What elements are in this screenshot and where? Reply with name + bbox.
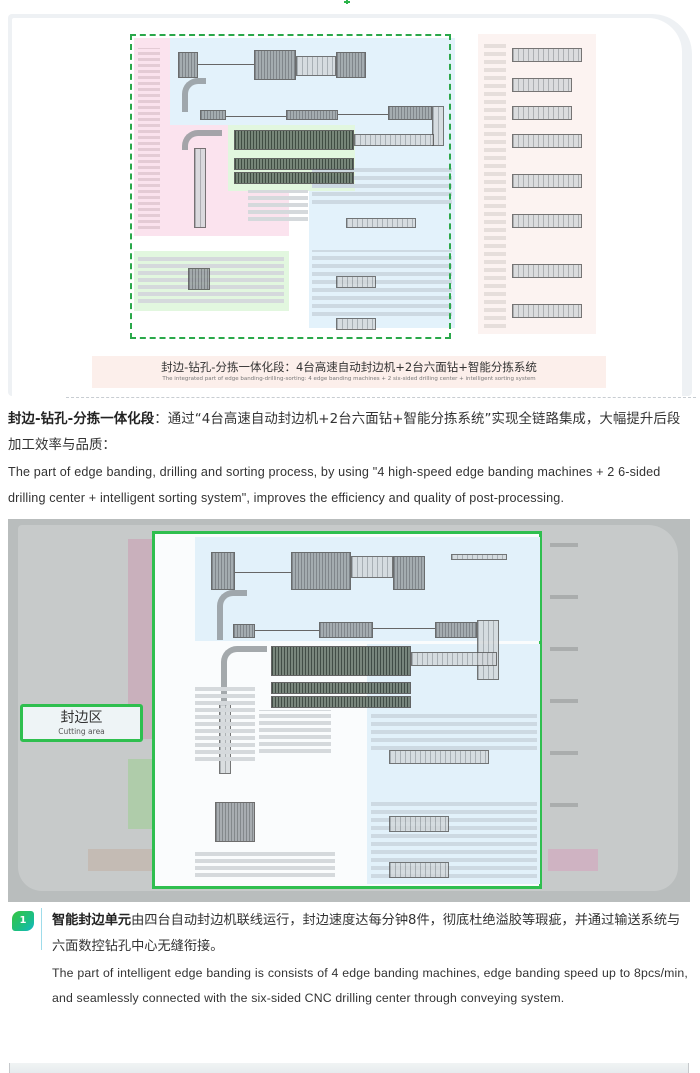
dimmed-label (88, 849, 168, 871)
caption-cn: 封边-钻孔-分拣一体化段：4台高速自动封边机+2台六面钻+智能分拣系统 (161, 360, 537, 374)
packaging-line (512, 78, 572, 92)
conveyor-section (411, 652, 497, 666)
conveyor-curve (182, 130, 222, 150)
edge-banding-machine (388, 106, 432, 120)
packaging-line (512, 264, 582, 278)
layout-diagram-figure: 封边-钻孔-分拣一体化段：4台高速自动封边机+2台六面钻+智能分拣系统 The … (8, 14, 696, 398)
edge-banding-machine (211, 552, 235, 590)
part-label-rows (312, 250, 452, 320)
six-sided-drilling-center (271, 682, 411, 694)
top-marker-icon (344, 0, 350, 4)
feature-item-text: 智能封边单元由四台自动封边机联线运行，封边速度达每分钟8件，彻底杜绝溢胶等瑕疵，… (52, 908, 688, 1010)
conveyor-rail (198, 64, 254, 65)
edge-banding-machine (393, 556, 425, 590)
dimmed-label (548, 849, 598, 871)
sorting-robot (188, 268, 210, 290)
edge-banding-area-figure: 封边区 Cutting area (8, 519, 690, 902)
part-label-column (484, 42, 506, 332)
six-sided-drilling-center (234, 172, 354, 184)
conveyor-rail (255, 630, 319, 631)
conveyor-section (432, 106, 444, 146)
unloading-machine (336, 318, 376, 330)
conveyor-section (477, 620, 499, 680)
conveyor-rail (373, 628, 435, 629)
loading-machine (389, 750, 489, 764)
diagram-canvas (12, 18, 682, 396)
unloading-machine (336, 276, 376, 288)
conveyor-rail (226, 116, 286, 117)
edge-banding-machine (319, 622, 373, 638)
packaging-line (512, 214, 582, 228)
caption-en: The integrated part of edge banding-dril… (162, 376, 536, 382)
next-figure-card (9, 1063, 689, 1073)
section-description: 封边-钻孔-分拣一体化段：通过“4台高速自动封边机+2台六面钻+智能分拣系统”实… (8, 407, 688, 511)
feature-en: The part of intelligent edge banding is … (52, 966, 688, 1005)
edge-banding-machine (291, 552, 351, 590)
area-label-cn: 封边区 (60, 710, 103, 726)
part-label-rows (371, 714, 537, 754)
description-en: The part of edge banding, drilling and s… (8, 465, 661, 505)
part-label-column (138, 48, 160, 232)
dimmed-sketch (550, 539, 578, 829)
conveyor-curve (221, 646, 267, 706)
area-label-en: Cutting area (58, 727, 105, 736)
sorting-robot (215, 802, 255, 842)
part-label-rows (248, 190, 308, 224)
conveyor-section (296, 56, 336, 76)
figure-caption: 封边-钻孔-分拣一体化段：4台高速自动封边机+2台六面钻+智能分拣系统 The … (92, 356, 606, 388)
integrated-section-highlight (130, 34, 451, 339)
packaging-line (512, 304, 582, 318)
conveyor-curve (217, 590, 247, 640)
edge-banding-machine (336, 52, 366, 78)
conveyor-curve (182, 78, 206, 112)
packaging-line (512, 174, 582, 188)
six-sided-drilling-center (271, 696, 411, 708)
part-label-rows (138, 256, 284, 306)
sorting-conveyor (194, 148, 206, 228)
unloading-machine (389, 862, 449, 878)
number-badge: 1 (12, 911, 34, 931)
feature-cn-title: 智能封边单元 (52, 913, 132, 928)
edge-banding-machine (254, 50, 296, 80)
description-cn-body: ：通过“4台高速自动封边机+2台六面钻+智能分拣系统”实现全链路集成，大幅提升后… (8, 412, 681, 453)
loading-machine (346, 218, 416, 228)
description-cn-title: 封边-钻孔-分拣一体化段 (8, 412, 155, 427)
part-label-rows (259, 710, 331, 756)
edge-banding-area-highlight (152, 531, 542, 889)
feature-cn-body: 由四台自动封边机联线运行，封边速度达每分钟8件，彻底杜绝溢胶等瑕疵，并通过输送系… (52, 913, 681, 954)
part-label-rows (195, 684, 255, 764)
packaging-line (512, 134, 582, 148)
item-divider (41, 908, 42, 950)
conveyor-rail (235, 572, 291, 573)
area-label-badge: 封边区 Cutting area (20, 704, 143, 742)
conveyor-rail (338, 114, 388, 115)
packaging-line (512, 106, 572, 120)
description-cn: 封边-钻孔-分拣一体化段：通过“4台高速自动封边机+2台六面钻+智能分拣系统”实… (8, 407, 688, 459)
conveyor-section (451, 554, 507, 560)
part-label-rows (195, 850, 335, 880)
divider (66, 397, 696, 398)
unloading-machine (389, 816, 449, 832)
feature-cn: 智能封边单元由四台自动封边机联线运行，封边速度达每分钟8件，彻底杜绝溢胶等瑕疵，… (52, 908, 688, 960)
edge-banding-machine (200, 110, 226, 120)
six-sided-drilling-center (234, 130, 354, 150)
edge-banding-machine (178, 52, 198, 78)
conveyor-section (354, 134, 434, 146)
six-sided-drilling-center (234, 158, 354, 170)
edge-banding-machine (435, 622, 477, 638)
edge-banding-machine (286, 110, 338, 120)
six-sided-drilling-center (271, 646, 411, 676)
conveyor-section (351, 556, 393, 578)
packaging-line (512, 48, 582, 62)
edge-banding-machine (233, 624, 255, 638)
